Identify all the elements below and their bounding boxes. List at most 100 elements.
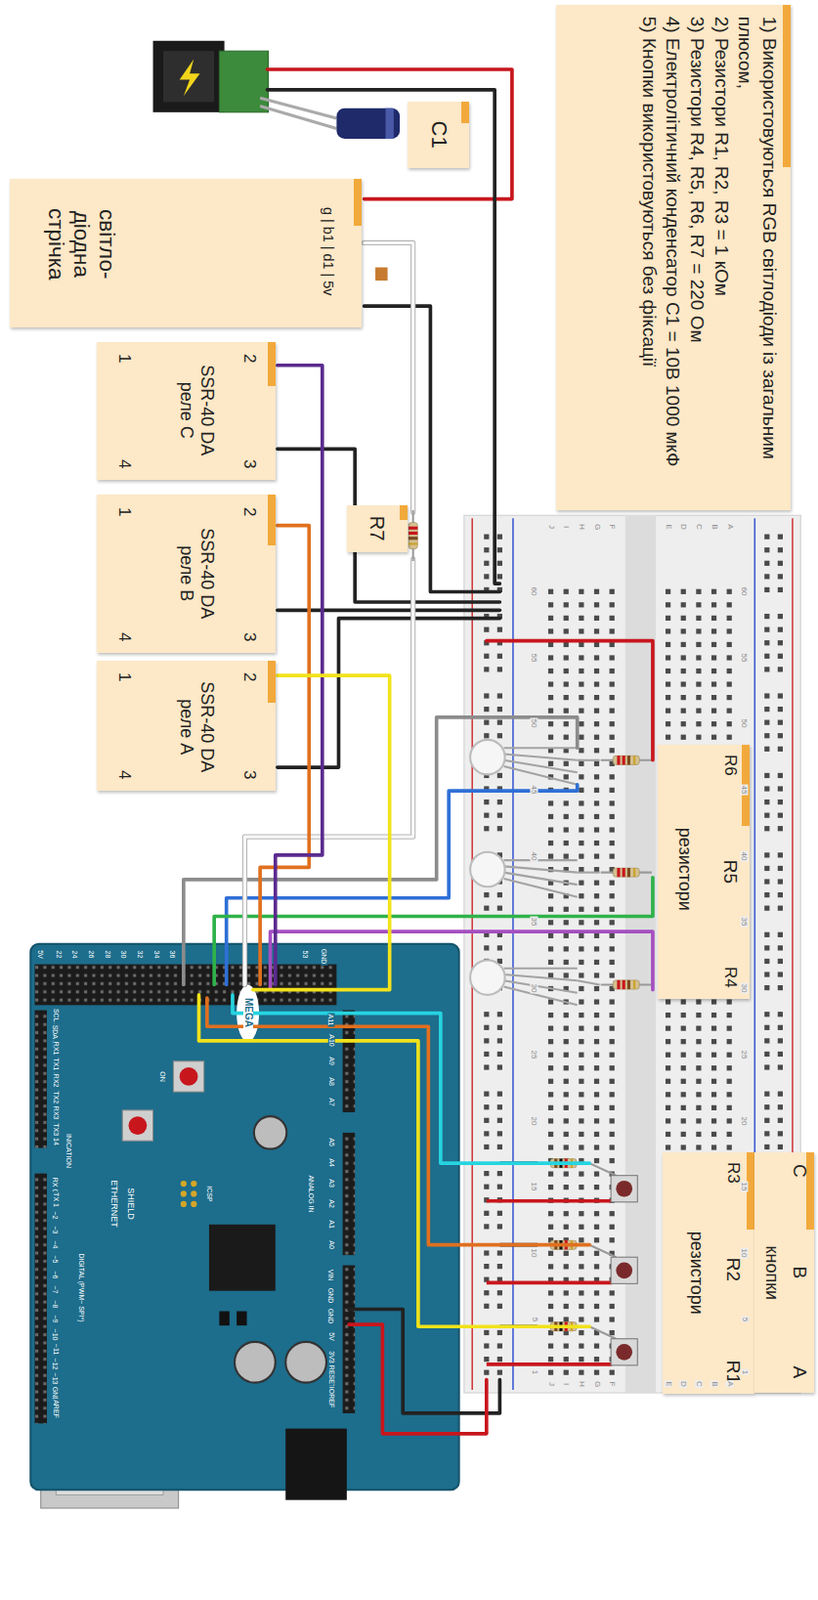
breadboard-hole [594,1184,600,1190]
breadboard-hole [578,840,584,846]
breadboard-hole [711,1065,717,1071]
reset-button [128,1116,147,1135]
breadboard-hole [594,694,600,700]
breadboard-hole [578,1131,584,1137]
breadboard-hole [777,1118,783,1123]
note-fold [461,101,470,124]
breadboard-hole [578,1144,584,1150]
breadboard-hole [578,589,584,595]
breadboard-hole [665,654,671,660]
breadboard-hole [578,998,584,1004]
breadboard-hole [548,1290,554,1295]
breadboard-hole [764,945,770,950]
breadboard-hole [578,628,584,634]
breadboard-hole [777,547,783,553]
icsp-pins [180,1180,198,1207]
pin-label: 36 [170,949,177,960]
breadboard-hole [563,1065,569,1071]
breadboard-hole [727,998,732,1004]
pin-label: ~7 [52,1284,60,1294]
breadboard-hole [777,945,783,950]
breadboard-hole [578,761,584,767]
breadboard-hole [609,654,615,660]
breadboard-hole [497,892,503,898]
breadboard-hole [578,1065,584,1071]
breadboard-hole [665,668,671,674]
breadboard-letter: J [547,1380,556,1387]
breadboard-hole [665,1026,671,1032]
breadboard-hole [594,734,600,740]
breadboard-hole [777,706,783,712]
breadboard-hole [777,799,783,805]
breadboard-hole [578,1356,584,1362]
breadboard-hole [777,892,783,898]
breadboard-hole [578,1303,584,1309]
breadboard-hole [548,972,554,978]
breadboard-letter: I [561,523,570,528]
breadboard-hole [681,734,687,740]
breadboard-hole [594,1316,600,1322]
breadboard-hole [727,1052,732,1058]
breadboard-hole [695,721,701,727]
breadboard-hole [727,589,732,595]
breadboard-hole [711,654,717,660]
breadboard-hole [609,615,615,621]
breadboard-hole [578,893,584,899]
breadboard-hole [497,666,503,672]
breadboard-letter: A [725,522,733,530]
breadboard-hole [695,628,701,634]
breadboard-hole [578,1118,584,1123]
breadboard-hole [548,1105,554,1111]
breadboard-hole [711,694,717,700]
breadboard-hole [563,1078,569,1084]
resistor-symbol [601,980,652,990]
breadboard-hole [497,732,503,738]
breadboard-hole [777,720,783,726]
breadboard-hole [681,1012,687,1018]
breadboard-hole [609,946,615,951]
breadboard-hole [548,1224,554,1230]
breadboard-hole [764,892,770,898]
breadboard-hole [563,906,569,912]
note-fold [746,1152,755,1230]
breadboard-hole [578,826,584,832]
breadboard-hole [548,814,554,819]
breadboard-hole [483,1144,489,1150]
breadboard-hole [711,602,717,607]
breadboard-hole [548,800,554,806]
breadboard-hole [727,615,732,621]
breadboard-hole [665,681,671,687]
breadboard-hole [681,694,687,700]
breadboard-hole [578,906,584,912]
breadboard-hole [548,1263,554,1269]
pin-label: 53 [301,949,309,960]
breadboard-hole [483,1064,489,1070]
breadboard-hole [594,1250,600,1256]
breadboard-letter: C [694,1379,703,1388]
breadboard-hole [578,1038,584,1044]
breadboard-hole [681,1118,687,1123]
breadboard-hole [548,642,554,647]
breadboard-hole [695,615,701,621]
note-text: 3) Резистори R4, R5, R6, R7 = 220 Ом [684,16,709,499]
breadboard-hole [578,853,584,859]
breadboard-hole [665,1052,671,1058]
breadboard-hole [609,826,615,832]
breadboard-hole [609,853,615,859]
breadboard-hole [548,589,554,595]
breadboard-hole [548,668,554,674]
breadboard-hole [548,906,554,912]
pin-label: A5 [327,1137,335,1149]
breadboard-hole [711,1078,717,1084]
breadboard-hole [563,615,569,621]
breadboard-hole [497,720,503,726]
breadboard-hole [777,971,783,977]
pin-label: GND [327,1287,335,1305]
breadboard-hole [609,774,615,779]
lead [577,980,601,985]
breadboard-hole [665,1144,671,1150]
breadboard-number: 35 [530,916,539,928]
led-body [470,959,505,994]
breadboard-hole [609,998,615,1004]
pin-label: GND [327,1307,335,1326]
